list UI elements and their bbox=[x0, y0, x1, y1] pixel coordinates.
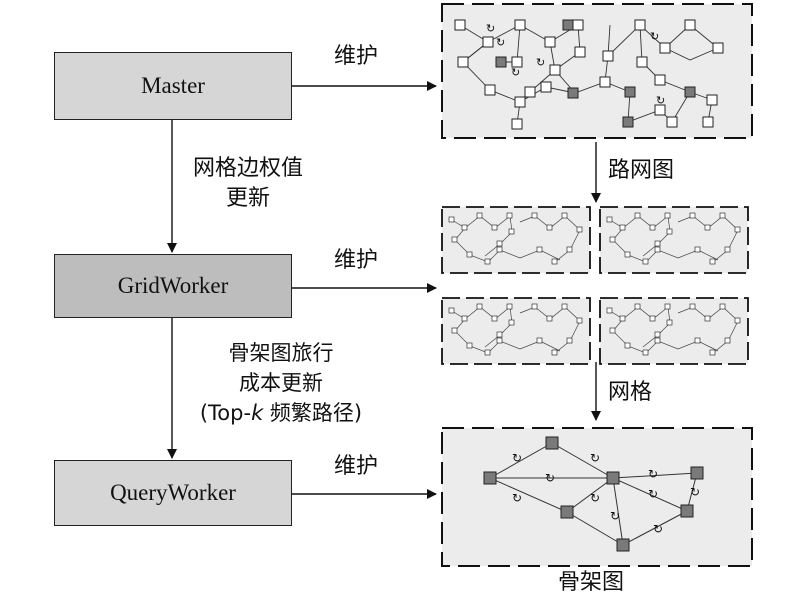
svg-text:↻: ↻ bbox=[610, 509, 620, 523]
svg-text:↻: ↻ bbox=[496, 36, 505, 49]
skeleton-cost-line3-k: k bbox=[251, 401, 264, 425]
svg-text:↻: ↻ bbox=[656, 94, 665, 107]
skeleton-cost-line3-b: 频繁路径) bbox=[263, 401, 363, 425]
svg-text:↻: ↻ bbox=[512, 451, 522, 465]
master-node: Master bbox=[54, 52, 292, 120]
skeleton-graph-panel: ↻ ↻ ↻ ↻ ↻ ↻ ↻ ↻ ↻ ↻ bbox=[441, 427, 753, 567]
svg-text:↻: ↻ bbox=[653, 522, 663, 536]
skeleton-cost-line2: 成本更新 bbox=[239, 371, 323, 395]
road-network-label: 路网图 bbox=[608, 158, 675, 183]
svg-text:↻: ↻ bbox=[486, 22, 495, 35]
grid-panel-2 bbox=[599, 206, 749, 274]
svg-text:↻: ↻ bbox=[648, 487, 658, 501]
gridworker-node: GridWorker bbox=[54, 254, 292, 318]
svg-text:↻: ↻ bbox=[511, 66, 520, 79]
grid-edge-weight-update-label: 网格边权值 更新 bbox=[178, 154, 318, 214]
svg-text:↻: ↻ bbox=[648, 467, 658, 481]
grid-edge-weight-line2: 更新 bbox=[225, 186, 270, 211]
maintain-label-mid: 维护 bbox=[334, 248, 379, 273]
maintain-label-bottom: 维护 bbox=[334, 454, 379, 479]
grid-panel-1 bbox=[441, 206, 591, 274]
svg-text:↻: ↻ bbox=[545, 471, 555, 485]
svg-text:↻: ↻ bbox=[536, 56, 545, 69]
grid-panel-3 bbox=[441, 297, 591, 365]
svg-text:↻: ↻ bbox=[690, 485, 700, 499]
skeleton-cost-update-label: 骨架图旅行 成本更新 (Top-k 频繁路径) bbox=[176, 338, 386, 428]
queryworker-node: QueryWorker bbox=[54, 460, 292, 526]
skeleton-graph-caption: 骨架图 bbox=[558, 570, 625, 595]
svg-text:↻: ↻ bbox=[650, 30, 659, 43]
svg-text:↻: ↻ bbox=[512, 491, 522, 505]
grid-label: 网格 bbox=[608, 380, 653, 405]
svg-text:↻: ↻ bbox=[590, 451, 600, 465]
grid-edge-weight-line1: 网格边权值 bbox=[192, 156, 303, 181]
skeleton-cost-line3: (Top-k 频繁路径) bbox=[176, 398, 386, 428]
skeleton-cost-line3-a: (Top- bbox=[199, 401, 252, 425]
svg-text:↻: ↻ bbox=[590, 491, 600, 505]
grid-panel-4 bbox=[599, 297, 749, 365]
maintain-label-top: 维护 bbox=[334, 44, 379, 69]
road-network-panel: ↻↻↻ ↻↻↻ bbox=[441, 3, 753, 139]
skeleton-cost-line1: 骨架图旅行 bbox=[228, 341, 334, 365]
